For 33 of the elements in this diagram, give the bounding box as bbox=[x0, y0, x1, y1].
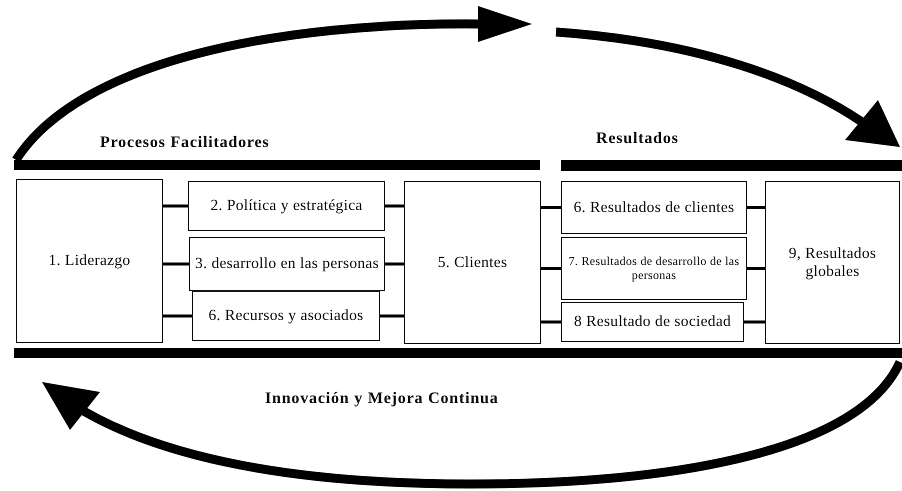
connector-line bbox=[541, 320, 561, 324]
box-label: 5. Clientes bbox=[438, 254, 508, 272]
process-box bbox=[16, 179, 163, 343]
connector-line bbox=[163, 262, 189, 266]
box-label: 6. Recursos y asociados bbox=[208, 307, 364, 325]
connector-line bbox=[163, 204, 188, 208]
process-box bbox=[188, 181, 385, 231]
process-box bbox=[561, 302, 744, 342]
box-label: 7. Resultados de desarrollo de las personas bbox=[568, 255, 740, 282]
connector-line bbox=[744, 320, 765, 324]
connector-line bbox=[747, 206, 765, 209]
process-box bbox=[561, 181, 747, 234]
connector-line bbox=[747, 267, 765, 270]
box-label: 8 Resultado de sociedad bbox=[574, 313, 732, 331]
connector-line bbox=[541, 206, 561, 209]
box-label: 3. desarrollo en las personas bbox=[195, 255, 379, 273]
box-label: 6. Resultados de clientes bbox=[574, 198, 734, 216]
process-box bbox=[561, 237, 747, 300]
process-box bbox=[189, 237, 385, 291]
box-label: 2. Política y estratégica bbox=[210, 197, 363, 215]
connector-line bbox=[541, 267, 561, 270]
connector-line bbox=[385, 204, 404, 208]
box-label: 1. Liderazgo bbox=[48, 252, 130, 270]
process-box bbox=[765, 181, 900, 344]
section-heading: Resultados bbox=[596, 130, 679, 148]
section-heading: Procesos Facilitadores bbox=[100, 134, 270, 152]
box-label: 9, Resultados globales bbox=[788, 245, 878, 280]
process-box bbox=[192, 291, 380, 341]
process-box bbox=[404, 181, 541, 344]
connector-line bbox=[163, 314, 192, 318]
connector-line bbox=[380, 314, 404, 318]
connector-line bbox=[385, 262, 404, 266]
section-heading: Innovación y Mejora Continua bbox=[265, 390, 499, 408]
